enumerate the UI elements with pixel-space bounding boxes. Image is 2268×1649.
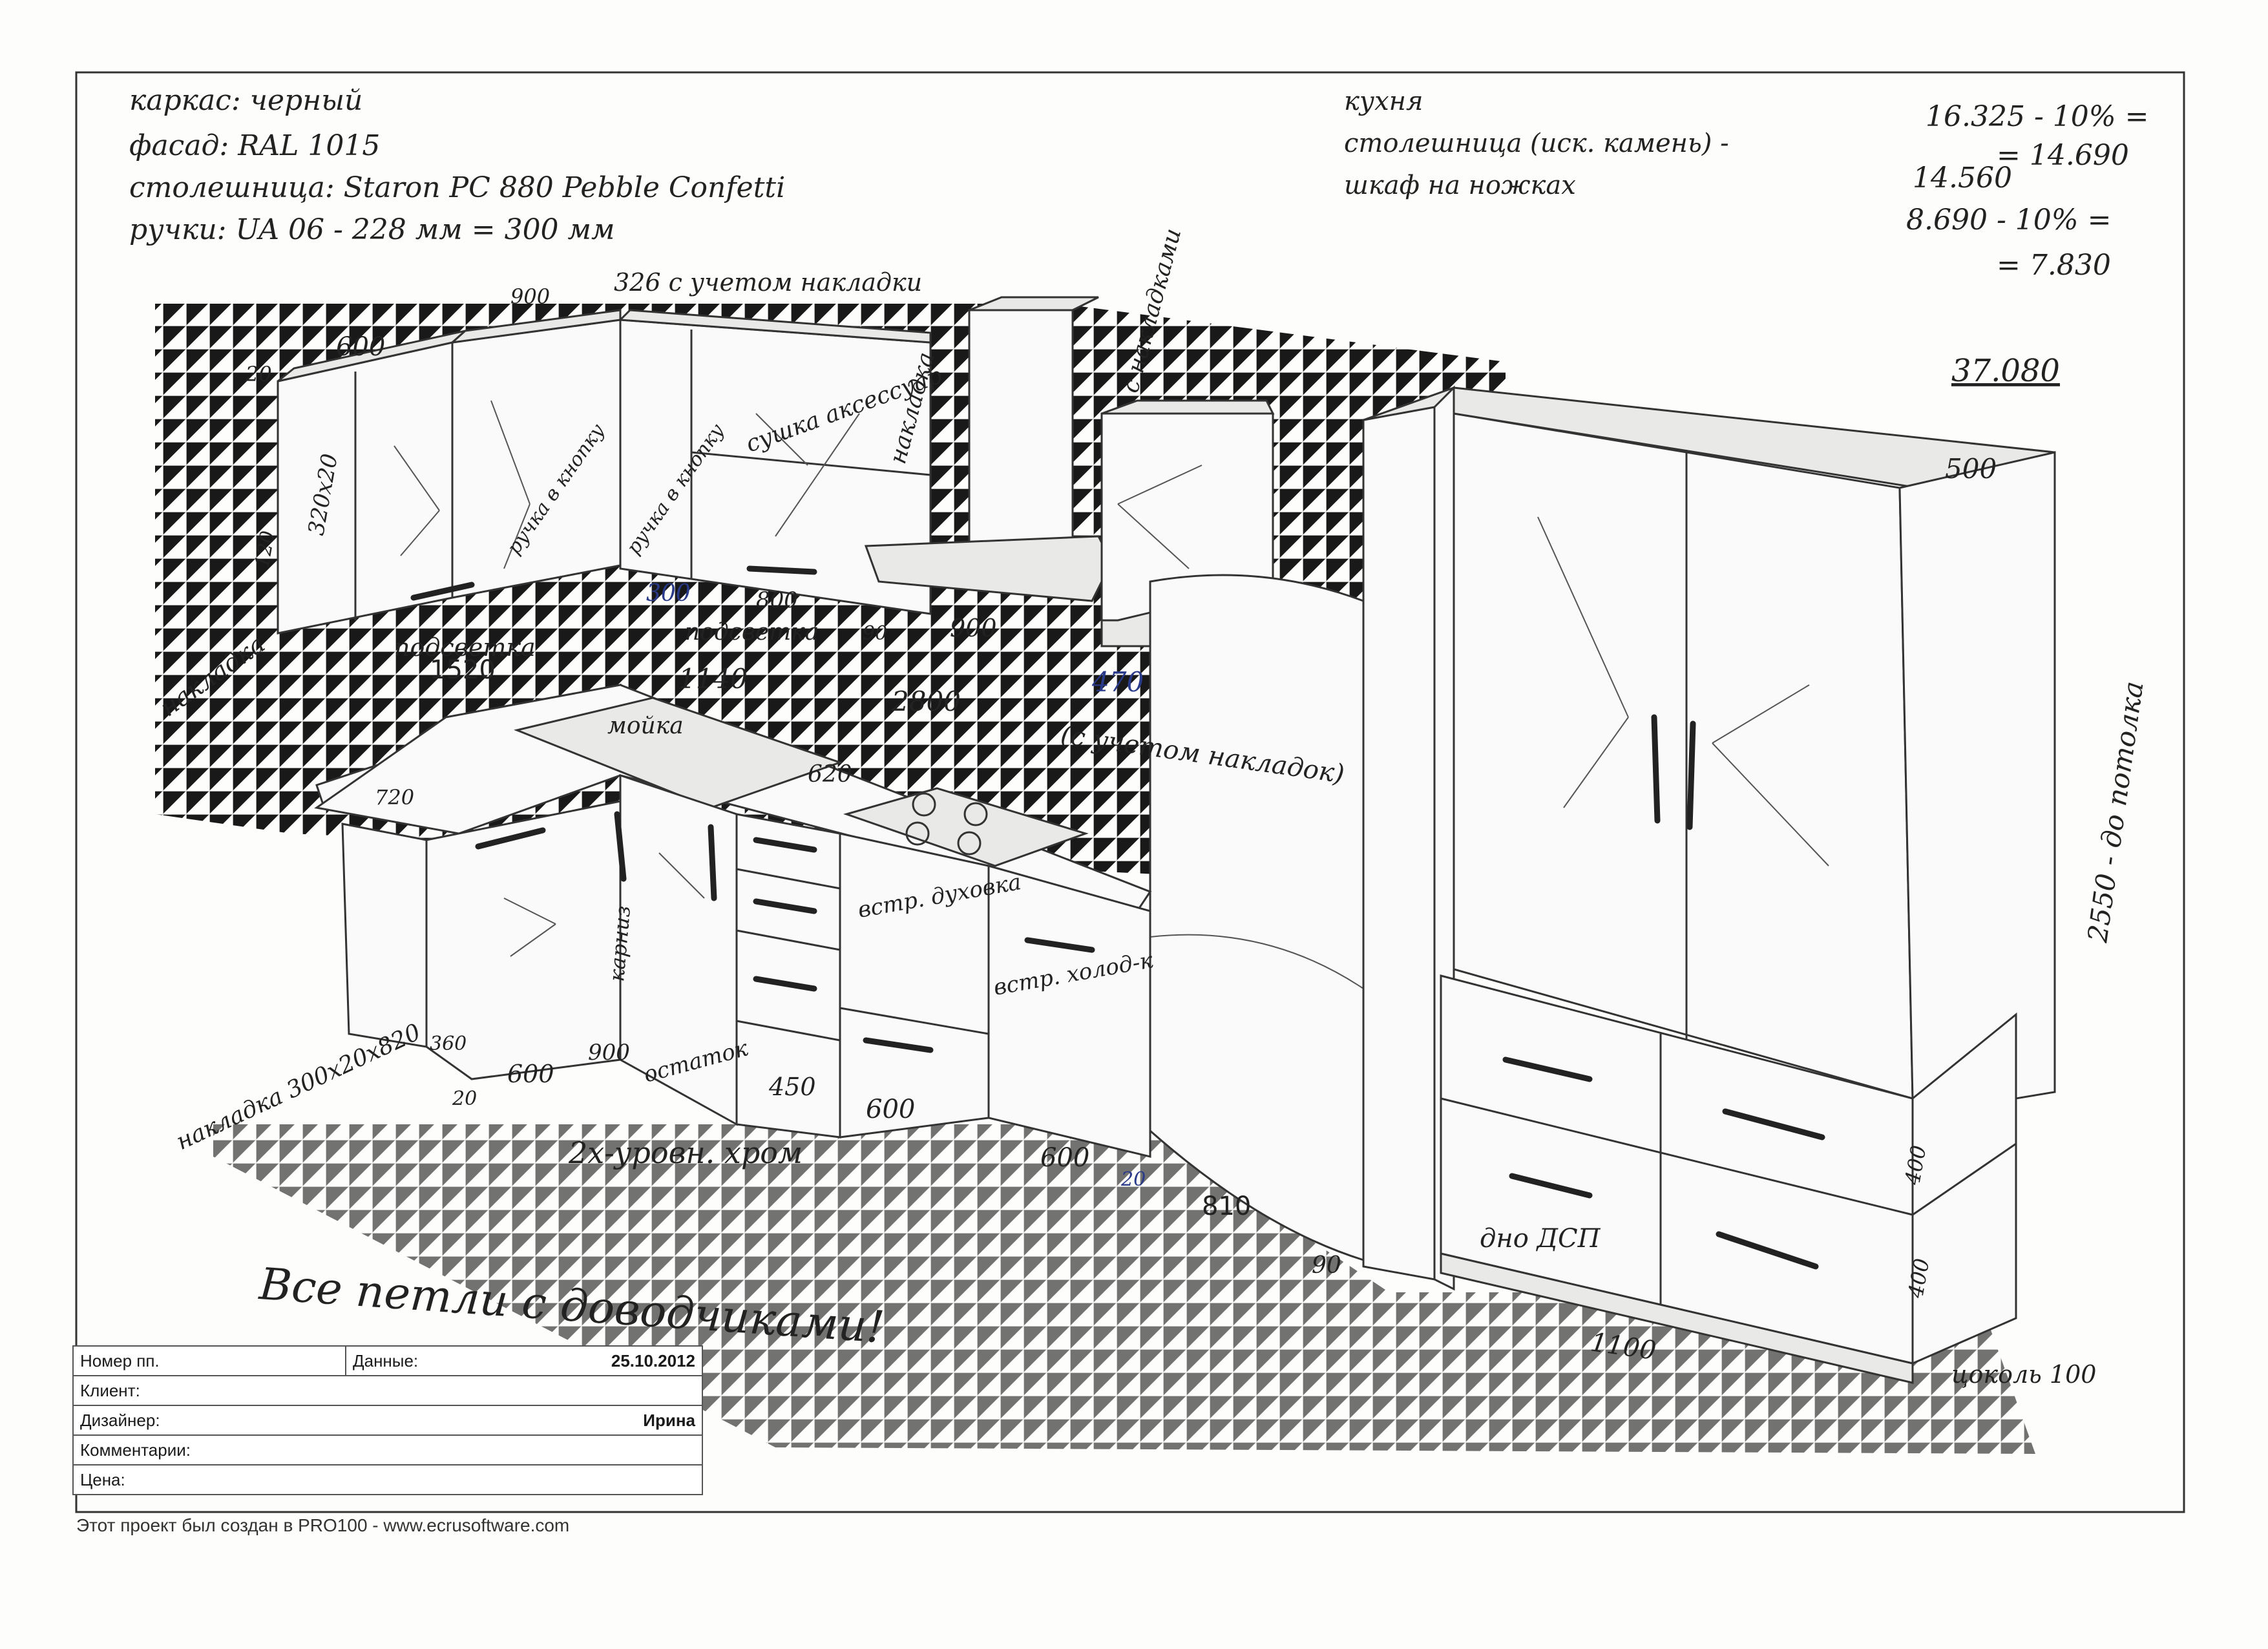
calc-line-2: = 14.690 <box>1997 139 2129 172</box>
designer-name: Ирина <box>643 1410 695 1430</box>
client-label: Клиент: <box>72 1375 703 1406</box>
dim-326: 326 с учетом накладки <box>614 268 922 297</box>
dim-360: 360 <box>430 1033 467 1055</box>
dim-1520: 1520 <box>430 655 496 685</box>
dim-600-top: 600 <box>336 332 385 362</box>
project-date: 25.10.2012 <box>611 1350 695 1371</box>
dim-90-a: 90 <box>863 622 887 645</box>
dim-300: 300 <box>646 580 691 607</box>
label-sink: мойка <box>607 713 684 739</box>
comment-label: Комментарии: <box>72 1434 703 1465</box>
dim-20-b: 20 <box>452 1087 477 1110</box>
label-podsvetka-left: подсветка <box>394 633 536 662</box>
data-label-text: Данные: <box>353 1350 419 1371</box>
designer-row: Дизайнер: Ирина <box>72 1405 703 1436</box>
refrigerator <box>1149 574 1365 1262</box>
upper-cabinets-left <box>277 309 622 635</box>
note-kitchen-line1: столешница (иск. камень) - <box>1344 129 1729 158</box>
project-info-table: Номер пп. Данные: 25.10.2012 Клиент: Диза… <box>72 1345 703 1495</box>
dim-900-hood: 900 <box>950 614 997 642</box>
note-kitchen-title: кухня <box>1344 87 1423 116</box>
dim-470: 470 <box>1091 666 1144 698</box>
footer-credit: Этот проект был создан в PRO100 - www.ec… <box>76 1515 570 1535</box>
dim-720: 720 <box>375 785 414 810</box>
dim-810: 810 <box>1202 1192 1251 1221</box>
note-kitchen-line2: шкаф на ножках <box>1344 171 1576 200</box>
note-countertop: столешница: Staron PC 880 Pebble Confett… <box>129 171 785 204</box>
dim-600-c: 600 <box>1040 1143 1089 1173</box>
label-two-level-chrome: 2х-уровн. хром <box>568 1135 803 1170</box>
note-frame: каркас: черный <box>129 84 362 117</box>
dim-600-a: 600 <box>507 1060 554 1088</box>
dim-900-top: 900 <box>510 284 550 309</box>
label-bottom-chipboard: дно ДСП <box>1480 1224 1601 1254</box>
dim-800: 800 <box>756 587 798 613</box>
dim-620: 620 <box>808 761 852 788</box>
range-hood <box>864 296 1113 602</box>
dim-900-b: 900 <box>588 1040 630 1066</box>
dim-20: 20 <box>245 362 272 386</box>
dim-500: 500 <box>1945 453 1997 485</box>
note-handles: ручки: UA 06 - 228 мм = 300 мм <box>129 213 615 246</box>
calc-line-5: = 7.830 <box>1997 249 2111 282</box>
dim-2550: 2550 - до потолка <box>2081 679 2149 945</box>
lower-cabinets <box>341 773 1151 1158</box>
calc-total: 37.080 <box>1951 353 2060 389</box>
note-facade: фасад: RAL 1015 <box>129 129 380 162</box>
price-label: Цена: <box>72 1464 703 1495</box>
upper-cabinets-middle <box>618 309 932 615</box>
label-podsvetka-mid: подсветка <box>685 619 819 646</box>
notes-left: каркас: черный фасад: RAL 1015 столешниц… <box>129 84 785 246</box>
label-plinth: цоколь 100 <box>1951 1360 2096 1389</box>
order-number-label: Номер пп. <box>72 1345 346 1376</box>
dim-450: 450 <box>768 1073 816 1101</box>
calc-line-1: 16.325 - 10% = <box>1926 100 2148 133</box>
designer-label: Дизайнер: <box>80 1410 160 1430</box>
dim-1140: 1140 <box>678 663 748 695</box>
dim-2800: 2800 <box>891 686 961 717</box>
page-frame <box>75 71 2185 1513</box>
dim-90-b: 90 <box>1312 1252 1341 1279</box>
countertop <box>314 683 1152 912</box>
data-label: Данные: 25.10.2012 <box>345 1345 703 1376</box>
calc-line-4: 8.690 - 10% = <box>1906 204 2111 236</box>
dim-600-b: 600 <box>866 1095 915 1124</box>
calc-line-3: 14.560 <box>1913 162 2012 194</box>
dim-20-c: 20 <box>1120 1168 1146 1191</box>
notes-right: кухня столешница (иск. камень) - шкаф на… <box>1344 87 2148 389</box>
tall-wardrobe <box>1362 385 2056 1384</box>
